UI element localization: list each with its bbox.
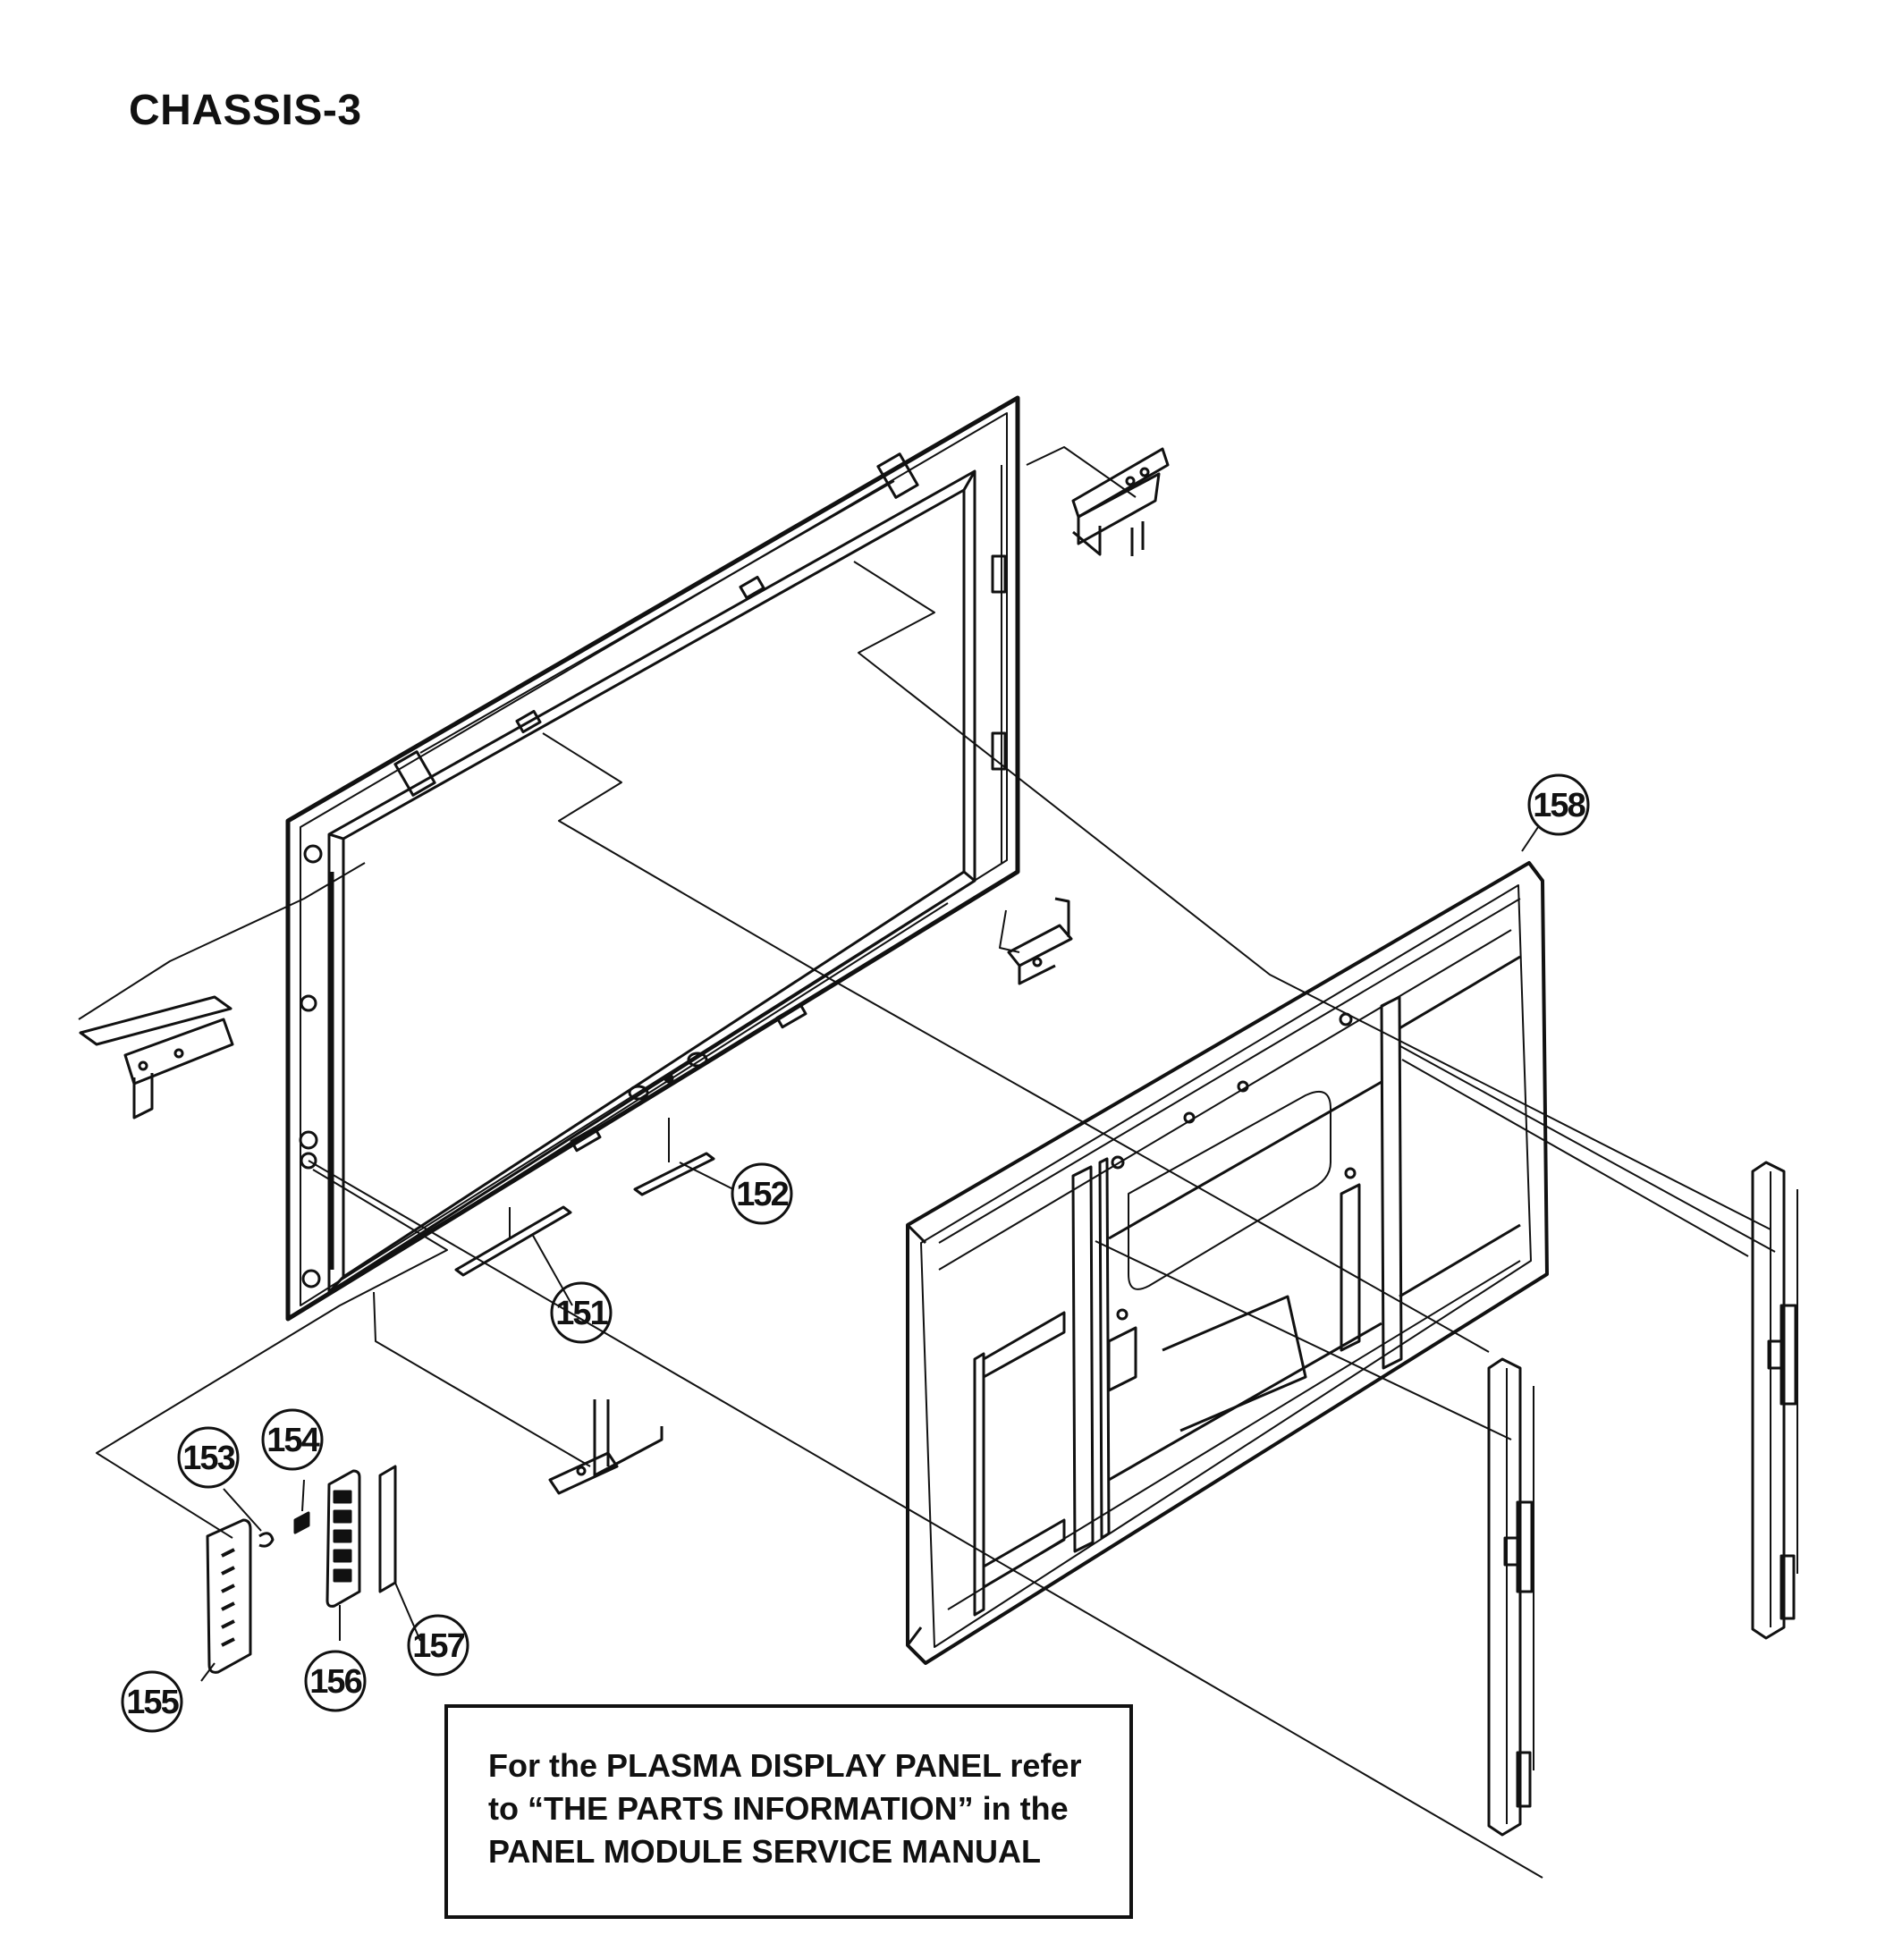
part-157-plate — [378, 1465, 421, 1642]
bracket-center-right — [1007, 897, 1073, 985]
part-151-strip — [454, 1205, 573, 1306]
callout-158: 158 — [1527, 773, 1590, 836]
callout-154: 154 — [261, 1408, 324, 1471]
part-153-spring — [223, 1488, 275, 1548]
note-line-1: For the PLASMA DISPLAY PANEL refer — [488, 1747, 1082, 1784]
callout-157-label: 157 — [412, 1627, 464, 1665]
front-frame — [285, 395, 1020, 1322]
note-line-3: PANEL MODULE SERVICE MANUAL — [488, 1833, 1042, 1870]
callout-152-label: 152 — [736, 1176, 788, 1213]
page-title: CHASSIS-3 — [129, 87, 362, 134]
callout-155: 155 — [121, 1670, 183, 1733]
rail-right — [1751, 1161, 1798, 1640]
leader-158 — [1521, 826, 1539, 852]
rear-frame — [906, 861, 1549, 1665]
note-box: For the PLASMA DISPLAY PANEL refer to “T… — [444, 1704, 1133, 1919]
part-155-cover — [200, 1518, 252, 1682]
callout-153: 153 — [177, 1426, 240, 1489]
bracket-bottom — [548, 1399, 664, 1495]
note-line-2: to “THE PARTS INFORMATION” in the — [488, 1790, 1069, 1827]
part-156-switch-board — [325, 1469, 361, 1641]
rail-center — [1487, 1357, 1534, 1837]
callout-153-label: 153 — [182, 1440, 234, 1477]
part-152-strip — [633, 1118, 734, 1196]
leader-lines — [78, 446, 1776, 1879]
callout-152: 152 — [731, 1162, 793, 1225]
callout-154-label: 154 — [266, 1422, 319, 1459]
callout-151: 151 — [550, 1281, 613, 1344]
callout-156: 156 — [304, 1650, 367, 1712]
callout-156-label: 156 — [309, 1663, 361, 1701]
part-154-button — [293, 1479, 310, 1534]
callout-157: 157 — [407, 1614, 469, 1677]
bracket-left — [79, 995, 234, 1119]
callout-155-label: 155 — [126, 1684, 179, 1721]
callout-151-label: 151 — [555, 1295, 608, 1332]
callout-158-label: 158 — [1533, 787, 1585, 824]
bracket-top-right — [1071, 447, 1170, 556]
